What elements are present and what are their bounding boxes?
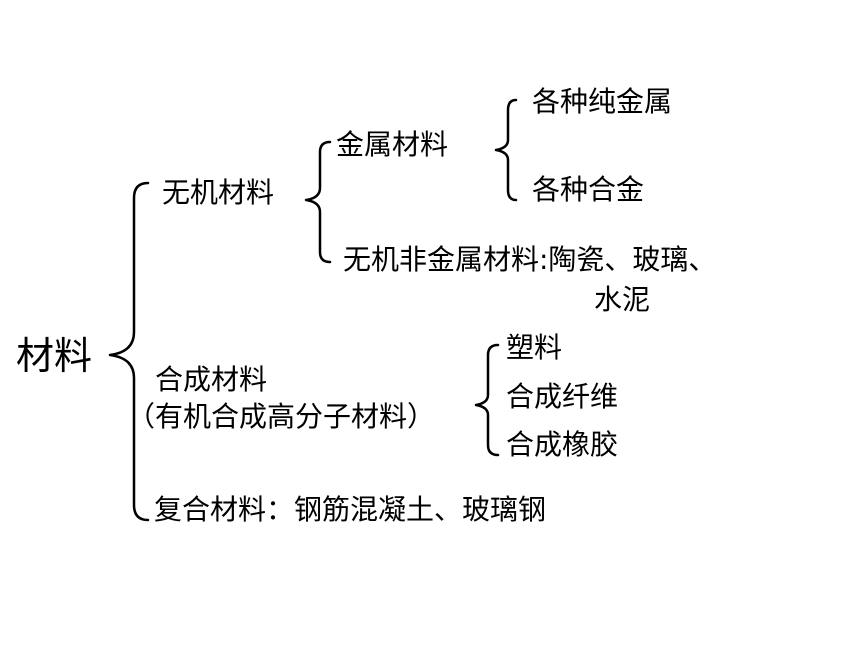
synthetic-item-rubber: 合成橡胶	[506, 428, 619, 461]
inorganic-brace	[304, 140, 332, 264]
metal-item-alloy: 各种合金	[532, 173, 645, 206]
composite-label: 复合材料：钢筋混凝土、玻璃钢	[154, 493, 547, 526]
synthetic-item-plastic: 塑料	[506, 331, 563, 364]
inorganic-label: 无机材料	[162, 176, 275, 209]
metal-item-pure: 各种纯金属	[532, 85, 673, 118]
synthetic-brace	[474, 343, 500, 457]
nonmetal-label: 无机非金属材料:陶瓷、玻璃、	[343, 243, 717, 276]
metal-brace	[494, 98, 518, 202]
root-label: 材料	[16, 334, 93, 378]
synthetic-sublabel: （有机合成高分子材料）	[127, 400, 436, 433]
root-brace	[108, 181, 150, 522]
metal-label: 金属材料	[336, 128, 449, 161]
synthetic-item-fiber: 合成纤维	[506, 380, 619, 413]
nonmetal-label-continued: 水泥	[594, 283, 651, 316]
synthetic-label: 合成材料	[155, 363, 268, 396]
